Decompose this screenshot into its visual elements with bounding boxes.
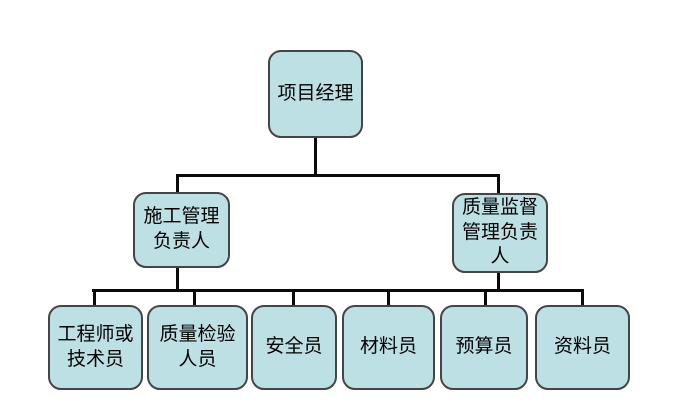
connector-stem-quality-supervision-manager — [497, 271, 500, 292]
connector-level3-bus — [92, 289, 584, 292]
connector-drop-material-officer — [387, 289, 390, 307]
connector-drop-construction-manager — [176, 174, 179, 194]
connector-drop-documentation-officer — [581, 289, 584, 307]
connector-drop-engineer-or-technician — [93, 289, 96, 307]
connector-drop-budget-officer — [484, 289, 487, 307]
org-node-budget-officer: 预算员 — [440, 305, 528, 390]
connector-stem-construction-manager — [176, 266, 179, 292]
org-node-quality-supervision-manager: 质量监督 管理负责 人 — [452, 193, 548, 273]
connector-drop-quality-inspectors — [193, 289, 196, 307]
connector-level2-bus — [176, 174, 500, 177]
connector-drop-safety-officer — [292, 289, 295, 307]
org-node-safety-officer: 安全员 — [251, 305, 337, 390]
org-node-construction-manager: 施工管理 负责人 — [133, 192, 230, 268]
connector-drop-quality-supervision-manager — [497, 174, 500, 195]
connector-root-stem — [314, 136, 317, 177]
org-node-project-manager: 项目经理 — [268, 50, 363, 138]
org-node-documentation-officer: 资料员 — [535, 305, 630, 390]
org-node-material-officer: 材料员 — [342, 305, 435, 390]
org-node-engineer-or-technician: 工程师或 技术员 — [48, 305, 143, 390]
org-node-quality-inspectors: 质量检验 人员 — [147, 305, 248, 390]
